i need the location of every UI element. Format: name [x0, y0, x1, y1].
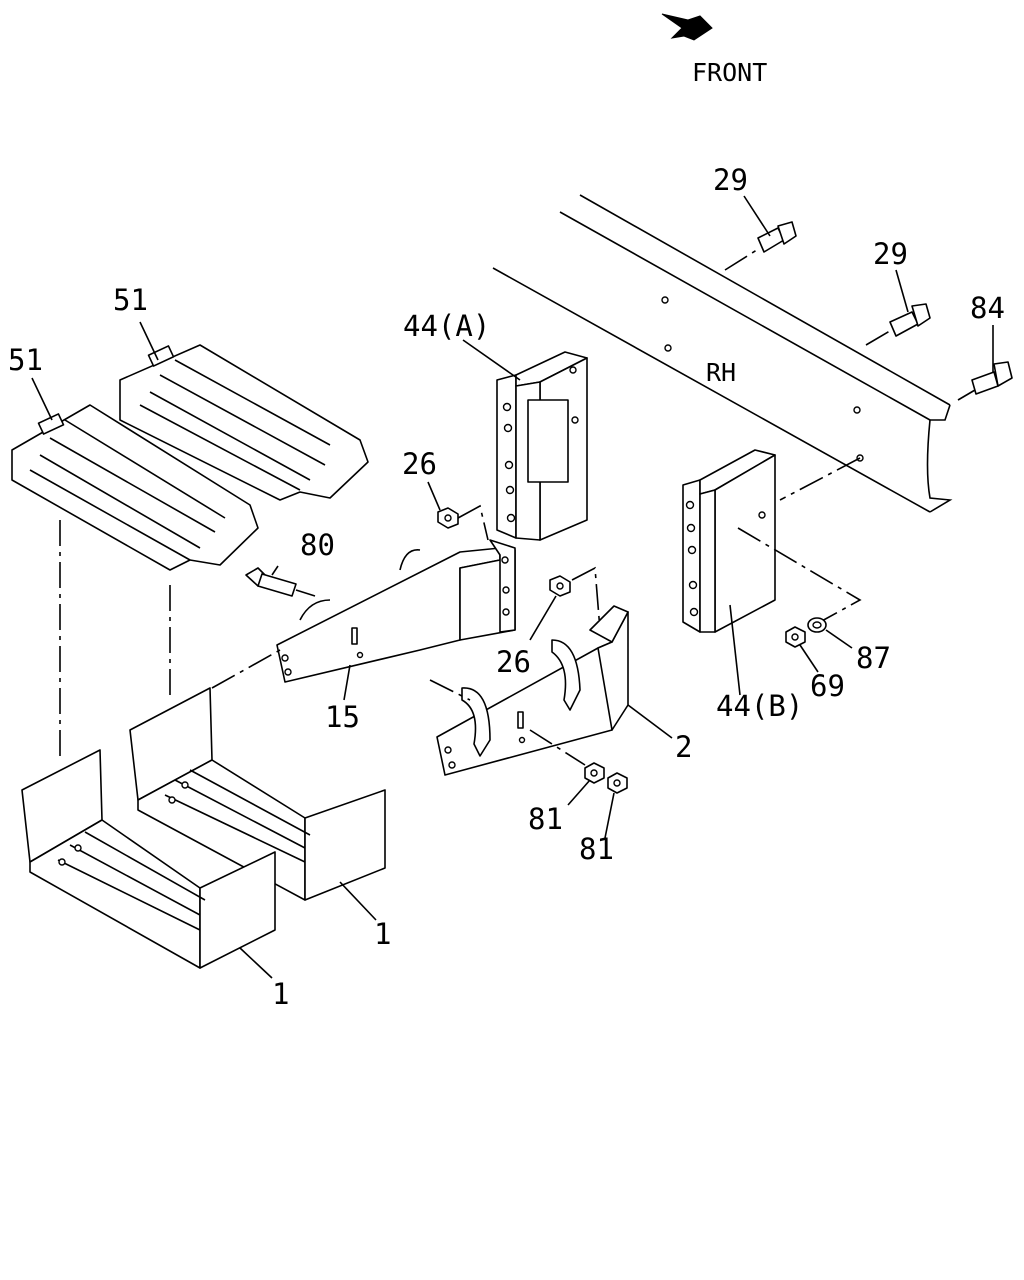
- bolt-80: [245, 567, 316, 597]
- callout-15: 15: [325, 700, 360, 734]
- callout-69: 69: [810, 669, 845, 703]
- bracket-44a: [496, 351, 588, 541]
- battery-cover-rear: [119, 344, 369, 501]
- bolt-84: [957, 361, 1013, 401]
- leader-lines: [31, 195, 994, 979]
- callout-44a: 44(A): [403, 309, 491, 343]
- nut-81-left: [584, 762, 605, 784]
- frame-rail: [492, 194, 953, 513]
- callout-81-right: 81: [579, 832, 614, 866]
- nut-26-lower: [549, 566, 601, 631]
- nut-69: [785, 626, 806, 648]
- nut-26-upper: [437, 504, 489, 541]
- bolt-29-upper: [724, 221, 797, 271]
- callout-29-upper: 29: [713, 163, 748, 197]
- callout-26-upper: 26: [402, 447, 437, 481]
- callout-84: 84: [970, 291, 1005, 325]
- bracket-2: [429, 605, 629, 776]
- bracket-15: [276, 539, 516, 683]
- callout-44b: 44(B): [716, 689, 804, 723]
- rh-label: RH: [706, 358, 737, 387]
- battery-cover-front: [11, 404, 259, 571]
- washer-87: [807, 617, 827, 633]
- callout-29-lower: 29: [873, 237, 908, 271]
- callout-87: 87: [856, 641, 891, 675]
- callout-51-rear: 51: [113, 283, 148, 317]
- front-label: FRONT: [692, 58, 768, 87]
- callout-2: 2: [675, 730, 693, 764]
- callout-26-lower: 26: [496, 645, 531, 679]
- callout-1-front: 1: [272, 977, 290, 1011]
- callout-51-front: 51: [8, 343, 43, 377]
- callout-80: 80: [300, 528, 335, 562]
- callout-1-rear: 1: [374, 917, 392, 951]
- front-arrow-icon: [661, 13, 713, 41]
- nut-81-right: [607, 772, 628, 794]
- callout-81-left: 81: [528, 802, 563, 836]
- bracket-44b: [682, 449, 776, 633]
- bolt-29-lower: [865, 303, 931, 346]
- battery-tray-front: [21, 749, 276, 969]
